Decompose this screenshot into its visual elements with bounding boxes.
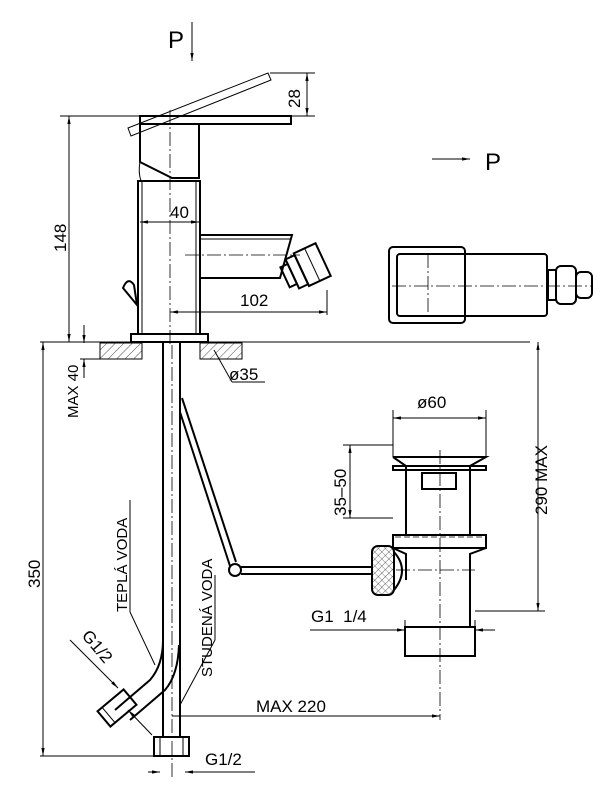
cold-fitting [153, 736, 190, 757]
nozzle [279, 241, 333, 290]
dimension-lines [40, 72, 545, 774]
view-arrow-top: P [168, 22, 194, 61]
base-plate [130, 333, 209, 343]
dim-hot-g1-2: G1/2 [78, 626, 116, 666]
dim-max-220: MAX 220 [256, 697, 326, 716]
hot-fitting [96, 688, 138, 728]
dim-40: 40 [170, 203, 189, 222]
dim-28: 28 [285, 89, 304, 108]
head [139, 124, 200, 179]
dim-g1-1-4: G1 1/4 [311, 607, 367, 626]
top-plate [139, 115, 292, 125]
deck-left [99, 342, 143, 360]
pop-up-drain [179, 397, 490, 720]
supply-hoses [96, 343, 190, 780]
faucet-top-view: P [388, 149, 593, 324]
label-cold-water: STUDENÁ VODA [199, 559, 216, 677]
lever [127, 72, 272, 137]
dim-diameter-35: ø35 [229, 365, 258, 384]
dim-350: 350 [25, 560, 44, 588]
rod-joint [228, 563, 242, 577]
deck-right [199, 342, 243, 360]
dim-290-max: 290 MAX [532, 445, 551, 515]
dim-148: 148 [51, 224, 70, 252]
dim-102: 102 [240, 291, 268, 310]
label-hot-water: TEPLÁ VODA [114, 518, 131, 612]
dim-max-40: MAX 40 [65, 365, 82, 418]
knurled-knob [371, 545, 395, 596]
dim-diameter-60: ø60 [417, 393, 446, 412]
view-label-side: P [485, 149, 501, 176]
dim-cold-g1-2: G1/2 [205, 750, 242, 769]
drain-flange [393, 456, 490, 535]
dimension-labels: 28 148 40 102 MAX 40 ø35 350 ø60 35–50 2… [25, 89, 551, 769]
diverter-knob [121, 280, 139, 309]
view-label-top: P [168, 27, 184, 54]
spout [200, 234, 294, 279]
hot-hose [114, 639, 164, 711]
dim-35-50: 35–50 [331, 469, 350, 516]
faucet-side-view [99, 72, 333, 360]
body [137, 180, 201, 335]
